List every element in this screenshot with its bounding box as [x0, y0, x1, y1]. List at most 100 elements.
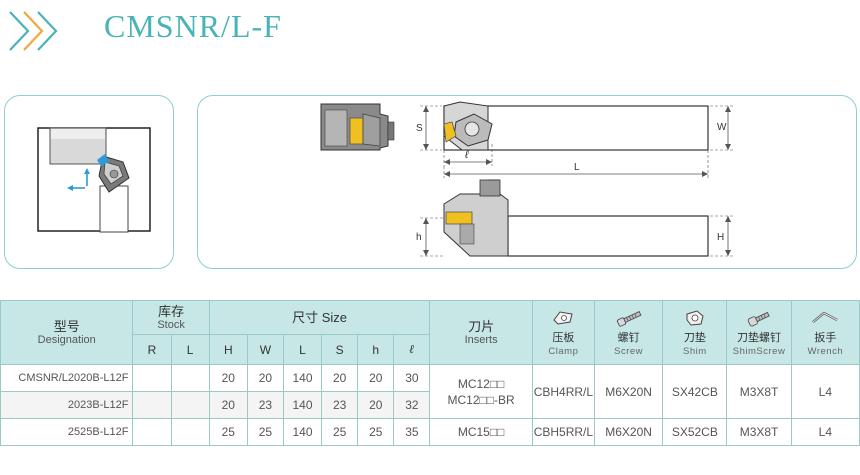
toolholder-dimension-drawing: S W ℓ L h [320, 101, 734, 257]
size-h-cell: 25 [357, 418, 395, 446]
col-screw-en: Screw [614, 345, 644, 357]
size-H-cell: 20 [208, 364, 248, 392]
stock-R-cell [132, 418, 172, 446]
col-inserts-header: 刀片 Inserts [429, 300, 533, 365]
stock-L-cell [170, 418, 210, 446]
size-H-cell: 20 [208, 391, 248, 419]
dim-label-l: ℓ [464, 149, 469, 161]
size-W-cell: 23 [246, 391, 284, 419]
col-wrench-cn: 扳手 [814, 331, 837, 344]
screw-cell: M6X20N [593, 364, 664, 419]
col-designation-en: Designation [37, 334, 96, 346]
shim-icon [686, 309, 704, 326]
side-view-drawing [443, 179, 709, 257]
stock-R-cell [132, 364, 172, 392]
size-l-cell: 30 [393, 364, 431, 392]
col-wrench-en: Wrench [807, 345, 844, 357]
col-size-L: L [282, 334, 323, 365]
inserts-cell: MC15□□ [429, 418, 533, 446]
col-size-header: 尺寸 Size [208, 300, 431, 335]
col-inserts-cn: 刀片 [468, 319, 495, 334]
shim-cell: SX52CB [662, 418, 728, 446]
size-L-cell: 140 [282, 418, 323, 446]
clamp-cell: CBH4RR/L [531, 364, 595, 419]
size-L-cell: 140 [282, 391, 323, 419]
col-shimscrew-en: ShimScrew [732, 345, 786, 357]
stock-R-cell [132, 391, 172, 419]
col-shimscrew-header: 刀垫螺钉 ShimScrew [726, 300, 792, 365]
screw-icon [616, 310, 642, 327]
feed-direction-arrows-icon [67, 168, 90, 191]
col-stock-R: R [132, 334, 172, 365]
designation-cell: CMSNR/L2020B-L12F [0, 364, 134, 392]
end-view-drawing [320, 103, 395, 151]
size-H-cell: 25 [208, 418, 248, 446]
size-l-cell: 32 [393, 391, 431, 419]
col-size-W: W [246, 334, 284, 365]
stock-L-cell [170, 364, 210, 392]
col-screw-header: 螺钉 Screw [593, 300, 664, 365]
col-inserts-en: Inserts [464, 334, 498, 346]
dimension-drawing-panel: S W ℓ L h [197, 95, 857, 269]
wrench-cell: L4 [790, 418, 860, 446]
insert-value: MC12□□ [457, 376, 505, 391]
clamp-icon [553, 310, 573, 325]
col-shim-cn: 刀垫 [683, 331, 706, 344]
col-shim-header: 刀垫 Shim [662, 300, 728, 365]
col-clamp-cn: 压板 [552, 331, 575, 344]
table-row: CMSNR/L2020B-L12F 20 20 140 20 20 30 MC1… [0, 364, 860, 419]
application-schematic [37, 127, 151, 233]
designation-cell: 2525B-L12F [0, 418, 134, 446]
size-h-cell: 20 [357, 364, 395, 392]
page-title: CMSNR/L-F [104, 8, 282, 44]
col-size-h: h [357, 334, 395, 365]
wrench-cell: L4 [790, 364, 860, 419]
col-clamp-en: Clamp [548, 345, 579, 357]
col-stock-cn: 库存 [158, 304, 185, 319]
shim-screw-icon [747, 311, 770, 326]
dim-label-H: H [717, 232, 724, 243]
dim-label-h: h [416, 232, 422, 243]
designation-cell: 2023B-L12F [0, 391, 134, 419]
col-designation-cn: 型号 [53, 319, 80, 334]
application-diagram-panel [4, 95, 174, 269]
size-h-cell: 20 [357, 391, 395, 419]
dim-label-L: L [574, 162, 580, 173]
page-header: CMSNR/L-F [0, 0, 860, 60]
size-S-cell: 23 [321, 391, 359, 419]
col-designation-header: 型号 Designation [0, 300, 134, 365]
col-screw-cn: 螺钉 [617, 331, 640, 344]
col-stock-header: 库存 Stock [132, 300, 210, 335]
clamp-cell: CBH5RR/L [531, 418, 595, 446]
size-S-cell: 25 [321, 418, 359, 446]
screw-cell: M6X20N [593, 418, 664, 446]
shimscrew-cell: M3X8T [726, 418, 792, 446]
table-row: 2525B-L12F 25 25 140 25 25 35 MC15□□ CBH… [0, 418, 860, 446]
size-l-cell: 35 [393, 418, 431, 446]
size-W-cell: 20 [246, 364, 284, 392]
col-size-l: ℓ [393, 334, 431, 365]
double-chevron-icon [9, 11, 58, 51]
col-wrench-header: 扳手 Wrench [790, 300, 860, 365]
table-row: 2023B-L12F 20 23 140 23 20 32 [0, 391, 860, 419]
spec-table: 型号 Designation 库存 Stock 尺寸 Size 刀片 Inser… [0, 300, 860, 446]
col-size-S: S [321, 334, 359, 365]
shimscrew-cell: M3X8T [726, 364, 792, 419]
col-stock-en: Stock [157, 319, 185, 331]
stock-L-cell [170, 391, 210, 419]
col-shimscrew-cn: 刀垫螺钉 [737, 331, 782, 344]
wrench-icon [812, 311, 838, 323]
size-W-cell: 25 [246, 418, 284, 446]
size-S-cell: 20 [321, 364, 359, 392]
col-size-H: H [208, 334, 248, 365]
dim-label-S: S [416, 123, 423, 134]
shim-cell: SX42CB [662, 364, 728, 419]
insert-value: MC12□□-BR [447, 392, 515, 407]
size-L-cell: 140 [282, 364, 323, 392]
col-shim-en: Shim [683, 345, 707, 357]
dim-label-W: W [717, 122, 727, 133]
inserts-cell: MC12□□ MC12□□-BR [429, 364, 533, 419]
col-stock-L: L [170, 334, 210, 365]
top-view-drawing [443, 101, 709, 151]
col-clamp-header: 压板 Clamp [531, 300, 595, 365]
